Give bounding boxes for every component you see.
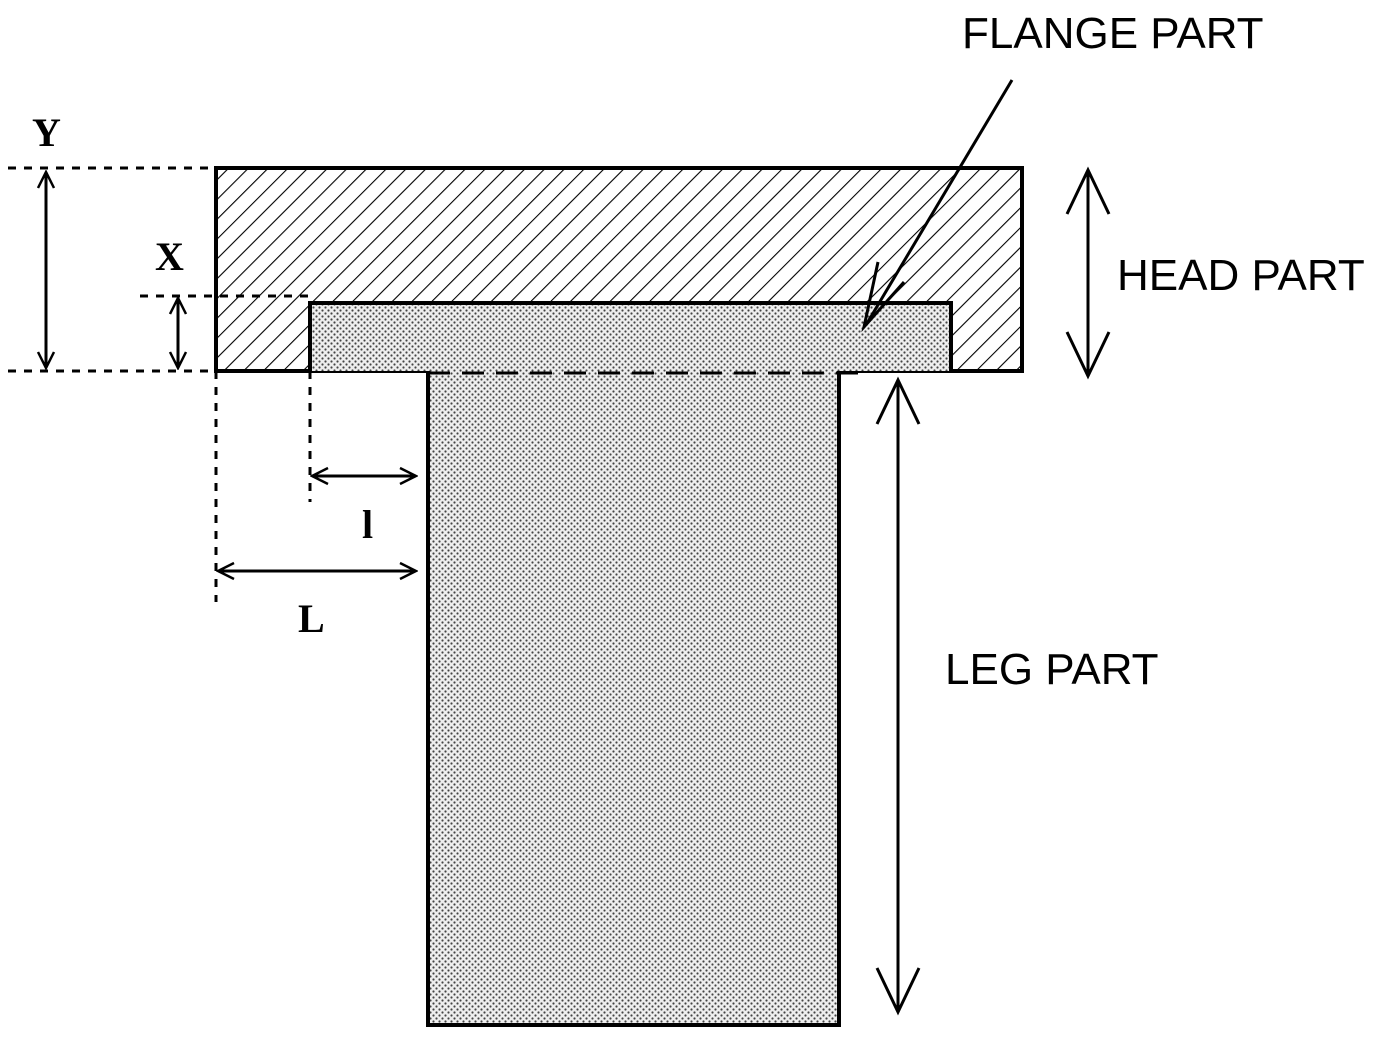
flange-part-label: FLANGE PART (962, 9, 1264, 58)
head-part-label: HEAD PART (1117, 251, 1365, 300)
leg-part-label: LEG PART (945, 645, 1159, 694)
flange-part-body (310, 303, 951, 371)
big-l-dimension-label: L (298, 596, 325, 641)
x-dimension-label: X (155, 234, 184, 279)
y-dimension-label: Y (32, 110, 61, 155)
small-l-dimension-label: l (362, 502, 373, 547)
leg-part-body (428, 371, 839, 1025)
